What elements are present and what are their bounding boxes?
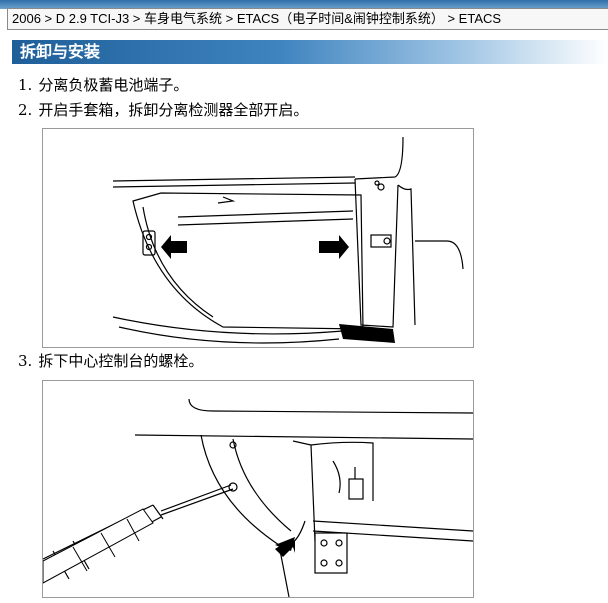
step-2-number: 2. — [18, 101, 33, 119]
header-band — [0, 0, 608, 9]
cropped-text-fragment — [40, 597, 470, 603]
glovebox-removal-illustration — [42, 128, 474, 348]
step-1-number: 1. — [18, 76, 33, 94]
step-2: 2. 开启手套箱，拆卸分离检测器全部开启。 — [18, 99, 308, 120]
step-3-number: 3. — [18, 352, 33, 370]
step-3: 3. 拆下中心控制台的螺栓。 — [18, 350, 203, 371]
center-console-bolt-illustration — [42, 380, 474, 598]
breadcrumb[interactable]: 2006 > D 2.9 TCI-J3 > 车身电气系统 > ETACS（电子时… — [7, 8, 608, 30]
arrow-left-icon — [161, 235, 187, 259]
screwdriver-icon — [43, 508, 154, 584]
step-1: 1. 分离负极蓄电池端子。 — [18, 74, 188, 95]
step-2-text: 开启手套箱，拆卸分离检测器全部开启。 — [38, 101, 309, 119]
step-1-text: 分离负极蓄电池端子。 — [38, 76, 189, 94]
step-3-text: 拆下中心控制台的螺栓。 — [38, 352, 204, 370]
arrow-right-icon — [319, 235, 349, 259]
section-title: 拆卸与安装 — [12, 40, 608, 64]
